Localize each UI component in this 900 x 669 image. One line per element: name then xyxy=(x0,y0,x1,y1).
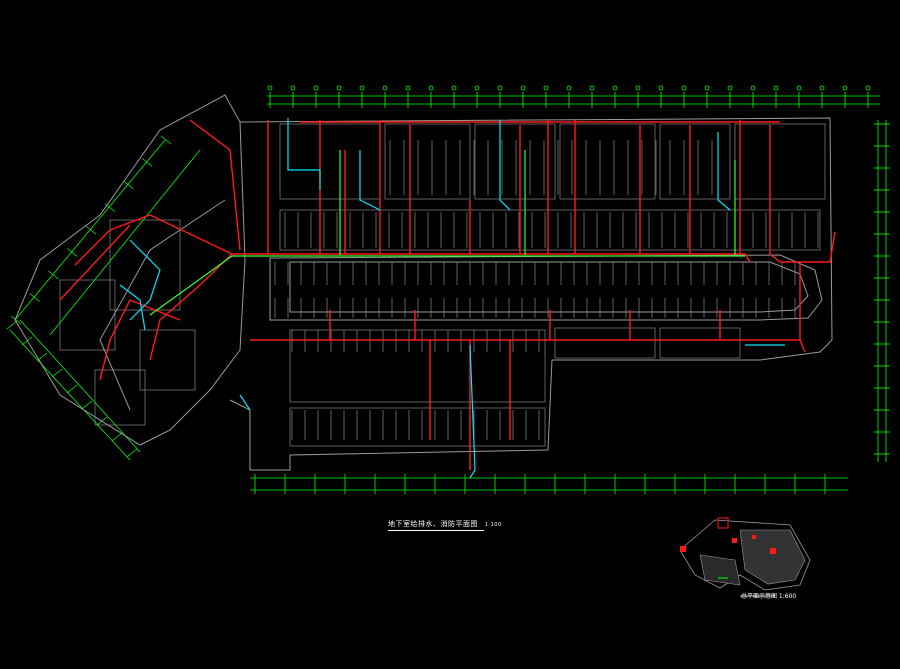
axis-bubble xyxy=(497,85,503,91)
right-dimension-lines xyxy=(877,120,887,462)
cad-line xyxy=(66,384,78,394)
axis-bubble xyxy=(428,85,434,91)
key-plan-hatch xyxy=(739,529,806,585)
drainage-pipes xyxy=(119,118,785,479)
axis-bubble xyxy=(865,85,871,91)
axis-bubble xyxy=(359,85,365,91)
axis-bubble xyxy=(635,85,641,91)
cad-line xyxy=(67,248,78,257)
axis-bubble xyxy=(382,85,388,91)
cad-line xyxy=(6,320,18,330)
cad-line xyxy=(111,432,123,442)
building-outline xyxy=(14,94,833,471)
cad-line xyxy=(81,400,93,410)
axis-bubble xyxy=(612,85,618,91)
title-underline xyxy=(388,530,484,531)
cad-line xyxy=(160,135,172,145)
left-wing-dim-ticks xyxy=(6,135,172,458)
left-wing-dimension-lines xyxy=(9,139,201,461)
axis-bubble xyxy=(658,85,664,91)
axis-bubble xyxy=(313,85,319,91)
bottom-dimension-ticks xyxy=(254,474,826,494)
cad-line xyxy=(123,180,134,190)
axis-bubble xyxy=(267,85,273,91)
axis-bubble xyxy=(727,85,733,91)
axis-bubble xyxy=(842,85,848,91)
cad-line xyxy=(85,225,97,235)
drawing-title-text: 地下室给排水、消防平面图 xyxy=(388,520,478,528)
axis-bubble xyxy=(405,85,411,91)
water-supply-pipes xyxy=(59,119,836,470)
axis-bubble xyxy=(681,85,687,91)
bottom-dimension-lines xyxy=(250,477,848,491)
room-blocks xyxy=(59,123,826,447)
axis-bubble xyxy=(566,85,572,91)
axis-bubble xyxy=(750,85,756,91)
key-plan-title: 总平面示意图 1:600 xyxy=(741,593,797,600)
cad-line xyxy=(126,448,138,458)
cad-line xyxy=(51,368,63,378)
axis-bubble xyxy=(796,85,802,91)
sprinkler-main xyxy=(149,150,745,316)
top-dimension-ticks xyxy=(267,85,871,108)
cad-line xyxy=(21,336,33,346)
cad-line xyxy=(104,203,115,212)
right-dimension-ticks xyxy=(874,123,890,455)
key-plan xyxy=(679,517,811,597)
axis-bubble xyxy=(819,85,825,91)
axis-bubble xyxy=(290,85,296,91)
axis-bubble xyxy=(336,85,342,91)
drawing-title: 地下室给排水、消防平面图 1:100 xyxy=(388,519,502,531)
cad-line xyxy=(29,293,40,302)
cad-line xyxy=(10,315,22,325)
cad-line xyxy=(142,158,153,167)
axis-bubble xyxy=(543,85,549,91)
cad-line xyxy=(48,270,59,280)
axis-bubble xyxy=(773,85,779,91)
drawing-scale: 1:100 xyxy=(484,522,502,528)
axis-bubble xyxy=(474,85,480,91)
axis-bubble xyxy=(520,85,526,91)
axis-bubble xyxy=(704,85,710,91)
top-dimension-lines xyxy=(267,95,880,105)
parking-stalls xyxy=(274,140,819,440)
axis-bubble xyxy=(589,85,595,91)
axis-bubble xyxy=(451,85,457,91)
